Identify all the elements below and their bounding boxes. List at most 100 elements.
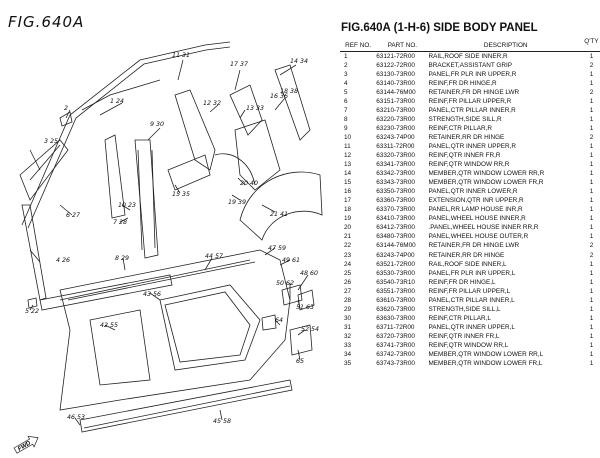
callout-51-63: 51 63 <box>296 304 314 311</box>
qty-cell: 1 <box>589 197 594 205</box>
side-body-panel-diagram: 11 31 17 37 14 34 1 24 2 16 36 18 38 12 … <box>13 41 323 454</box>
callout-13-33: 13 33 <box>246 105 264 112</box>
qty-cell: 1 <box>589 142 594 150</box>
callout-52-54: 52 54 <box>301 326 319 333</box>
callout-18-38: 18 38 <box>280 88 298 95</box>
table-row: 3 63130-73R00 PANEL,FR PLR INR UPPER,R 1 <box>340 70 600 79</box>
qty-cell: 1 <box>589 70 594 78</box>
part-number-cell: 63410-73R00 <box>376 215 415 223</box>
description-cell: .PANEL,WHEEL HOUSE INNER RR,R <box>428 224 539 232</box>
qty-cell: 1 <box>589 323 594 331</box>
callout-21-41: 21 41 <box>270 211 288 218</box>
callout-4-26: 4 26 <box>56 257 70 264</box>
callout-10-23: 10 23 <box>118 202 136 209</box>
qty-cell: 1 <box>589 206 594 214</box>
ref-cell: 28 <box>344 296 352 304</box>
callout-8-29: 8 29 <box>115 255 129 262</box>
qty-cell: 1 <box>589 269 594 277</box>
part-number-cell: 63370-73R00 <box>376 206 415 214</box>
description-cell: RETAINER,RR DR HINGE <box>428 133 505 141</box>
ref-cell: 34 <box>344 351 352 359</box>
part-number-cell: 63540-73R10 <box>376 278 415 286</box>
description-cell: PANEL,RR LAMP HOUSE INR,R <box>428 206 523 214</box>
callout-17-37: 17 37 <box>230 61 248 68</box>
qty-cell: 1 <box>589 332 594 340</box>
description-cell: RAIL,ROOF SIDE INNER,R <box>428 52 508 60</box>
ref-cell: 11 <box>344 142 351 150</box>
description-cell: MEMBER,QTR WINDOW LOWER RR,L <box>428 351 544 359</box>
ref-cell: 27 <box>344 287 352 295</box>
callout-48-60: 48 60 <box>300 270 318 277</box>
qty-cell: 1 <box>589 233 594 241</box>
description-cell: BRACKET,ASSISTANT GRIP <box>428 61 513 69</box>
qty-cell: 1 <box>589 314 594 322</box>
ref-cell: 13 <box>344 161 352 169</box>
qty-cell: 1 <box>589 360 594 368</box>
ref-cell: 25 <box>344 269 352 277</box>
qty-cell: 2 <box>589 242 594 250</box>
description-cell: REINF,CTR PILLAR,L <box>428 314 491 322</box>
callout-9-30: 9 30 <box>150 121 164 128</box>
ref-cell: 14 <box>344 170 352 178</box>
qty-cell: 1 <box>589 52 594 60</box>
qty-cell: 1 <box>589 278 594 286</box>
ref-cell: 26 <box>344 278 352 286</box>
side-sill-outline <box>39 274 173 311</box>
ref-cell: 16 <box>344 188 352 196</box>
ref-cell: 30 <box>344 314 352 322</box>
ref-cell: 5 <box>344 88 348 96</box>
description-cell: PANEL,QTR INNER LOWER,R <box>428 188 518 196</box>
callout-12-32: 12 32 <box>203 100 221 107</box>
qty-cell: 1 <box>589 224 594 232</box>
description-cell: MEMBER,QTR WINDOW LOWER RR,R <box>428 170 545 178</box>
ref-cell: 35 <box>344 360 352 368</box>
pillar-27-outline <box>19 139 69 201</box>
ref-cell: 17 <box>344 197 352 205</box>
qty-cell: 2 <box>589 133 594 141</box>
qty-cell: 1 <box>589 97 594 105</box>
part-number-cell: 63630-73R00 <box>376 314 415 322</box>
callout-44-57: 44 57 <box>205 253 223 260</box>
ref-cell: 23 <box>344 251 352 259</box>
part-number-cell: 63140-73R00 <box>376 79 415 87</box>
description-cell: PANEL,WHEEL HOUSE INNER,R <box>428 215 526 223</box>
callout-14-34: 14 34 <box>290 58 308 65</box>
table-row: 26 63540-73R10 REINF,FR DR HINGE,L 1 <box>340 278 600 287</box>
header-ref: REF NO. <box>340 37 377 52</box>
page-title: FIG.640A (1-H-6) SIDE BODY PANEL <box>341 22 538 34</box>
qty-cell: 1 <box>589 170 594 178</box>
description-cell: REINF,FR DR HINGE,L <box>428 278 496 286</box>
ref-cell: 8 <box>344 115 348 123</box>
qty-cell: 1 <box>589 305 594 313</box>
description-cell: REINF,QTR INNER FR,L <box>428 332 500 340</box>
callout-19-39: 19 39 <box>228 199 246 206</box>
callout-65: 65 <box>296 358 304 365</box>
description-cell: PANEL,CTR PILLAR INNER,R <box>428 106 516 114</box>
part-number-cell: 63130-73R00 <box>376 70 415 78</box>
callout-64: 64 <box>275 317 283 324</box>
part-number-cell: 63243-74P00 <box>376 251 415 259</box>
callout-47-59: 47 59 <box>268 245 286 252</box>
part-number-cell: 63343-73R00 <box>376 179 415 187</box>
callout-7-28: 7 28 <box>113 219 127 226</box>
ref-cell: 3 <box>344 70 348 78</box>
qty-cell: 2 <box>589 88 594 96</box>
part-number-cell: 63220-73R00 <box>376 115 415 123</box>
description-cell: PANEL,FR PLR INR UPPER,R <box>428 70 517 78</box>
callout-3-25: 3 25 <box>44 138 58 145</box>
ref-cell: 7 <box>344 106 348 114</box>
